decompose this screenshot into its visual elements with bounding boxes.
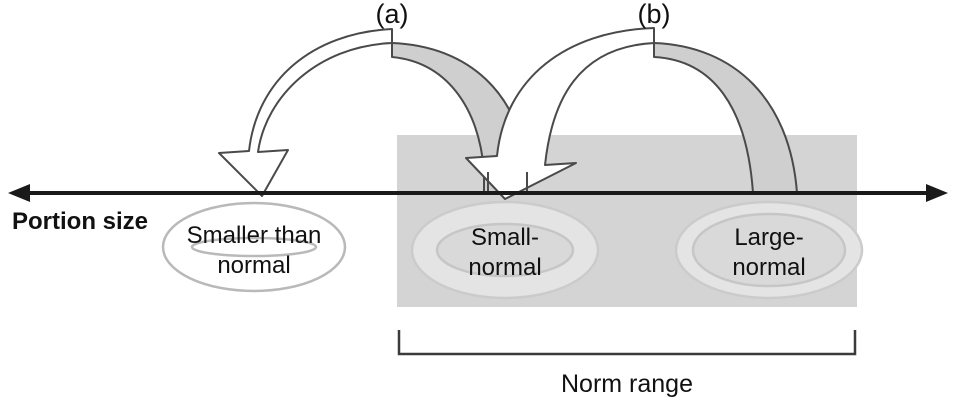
node-inner-ellipse: [190, 236, 318, 258]
node-label-line1: Smaller than: [187, 222, 322, 249]
axis-label: Portion size: [12, 208, 148, 235]
node-label-line1: Large-: [734, 224, 803, 251]
axis-arrow-left: [8, 184, 30, 202]
node-label-line2: normal: [468, 254, 541, 281]
node-inner-ellipse: [691, 212, 847, 288]
arrow-a: [218, 28, 393, 197]
axis-arrow-right: [926, 184, 948, 202]
portion-size-axis: [8, 184, 948, 202]
arrow-b-label: (b): [638, 0, 671, 29]
norm-range-brace: [397, 330, 857, 356]
node-inner-ellipse: [435, 222, 575, 278]
node-label-line1: Small-: [471, 224, 539, 251]
arrow-b: [465, 27, 655, 200]
node-smaller-than-normal[interactable]: Smaller than normal: [161, 201, 347, 293]
norm-range-label: Norm range: [561, 370, 693, 398]
node-label-line2: normal: [217, 252, 290, 279]
arrow-a-label: (a): [376, 0, 409, 29]
node-large-normal[interactable]: Large- normal: [674, 200, 864, 300]
node-small-normal[interactable]: Small- normal: [410, 200, 600, 300]
node-label-line2: normal: [732, 254, 805, 281]
